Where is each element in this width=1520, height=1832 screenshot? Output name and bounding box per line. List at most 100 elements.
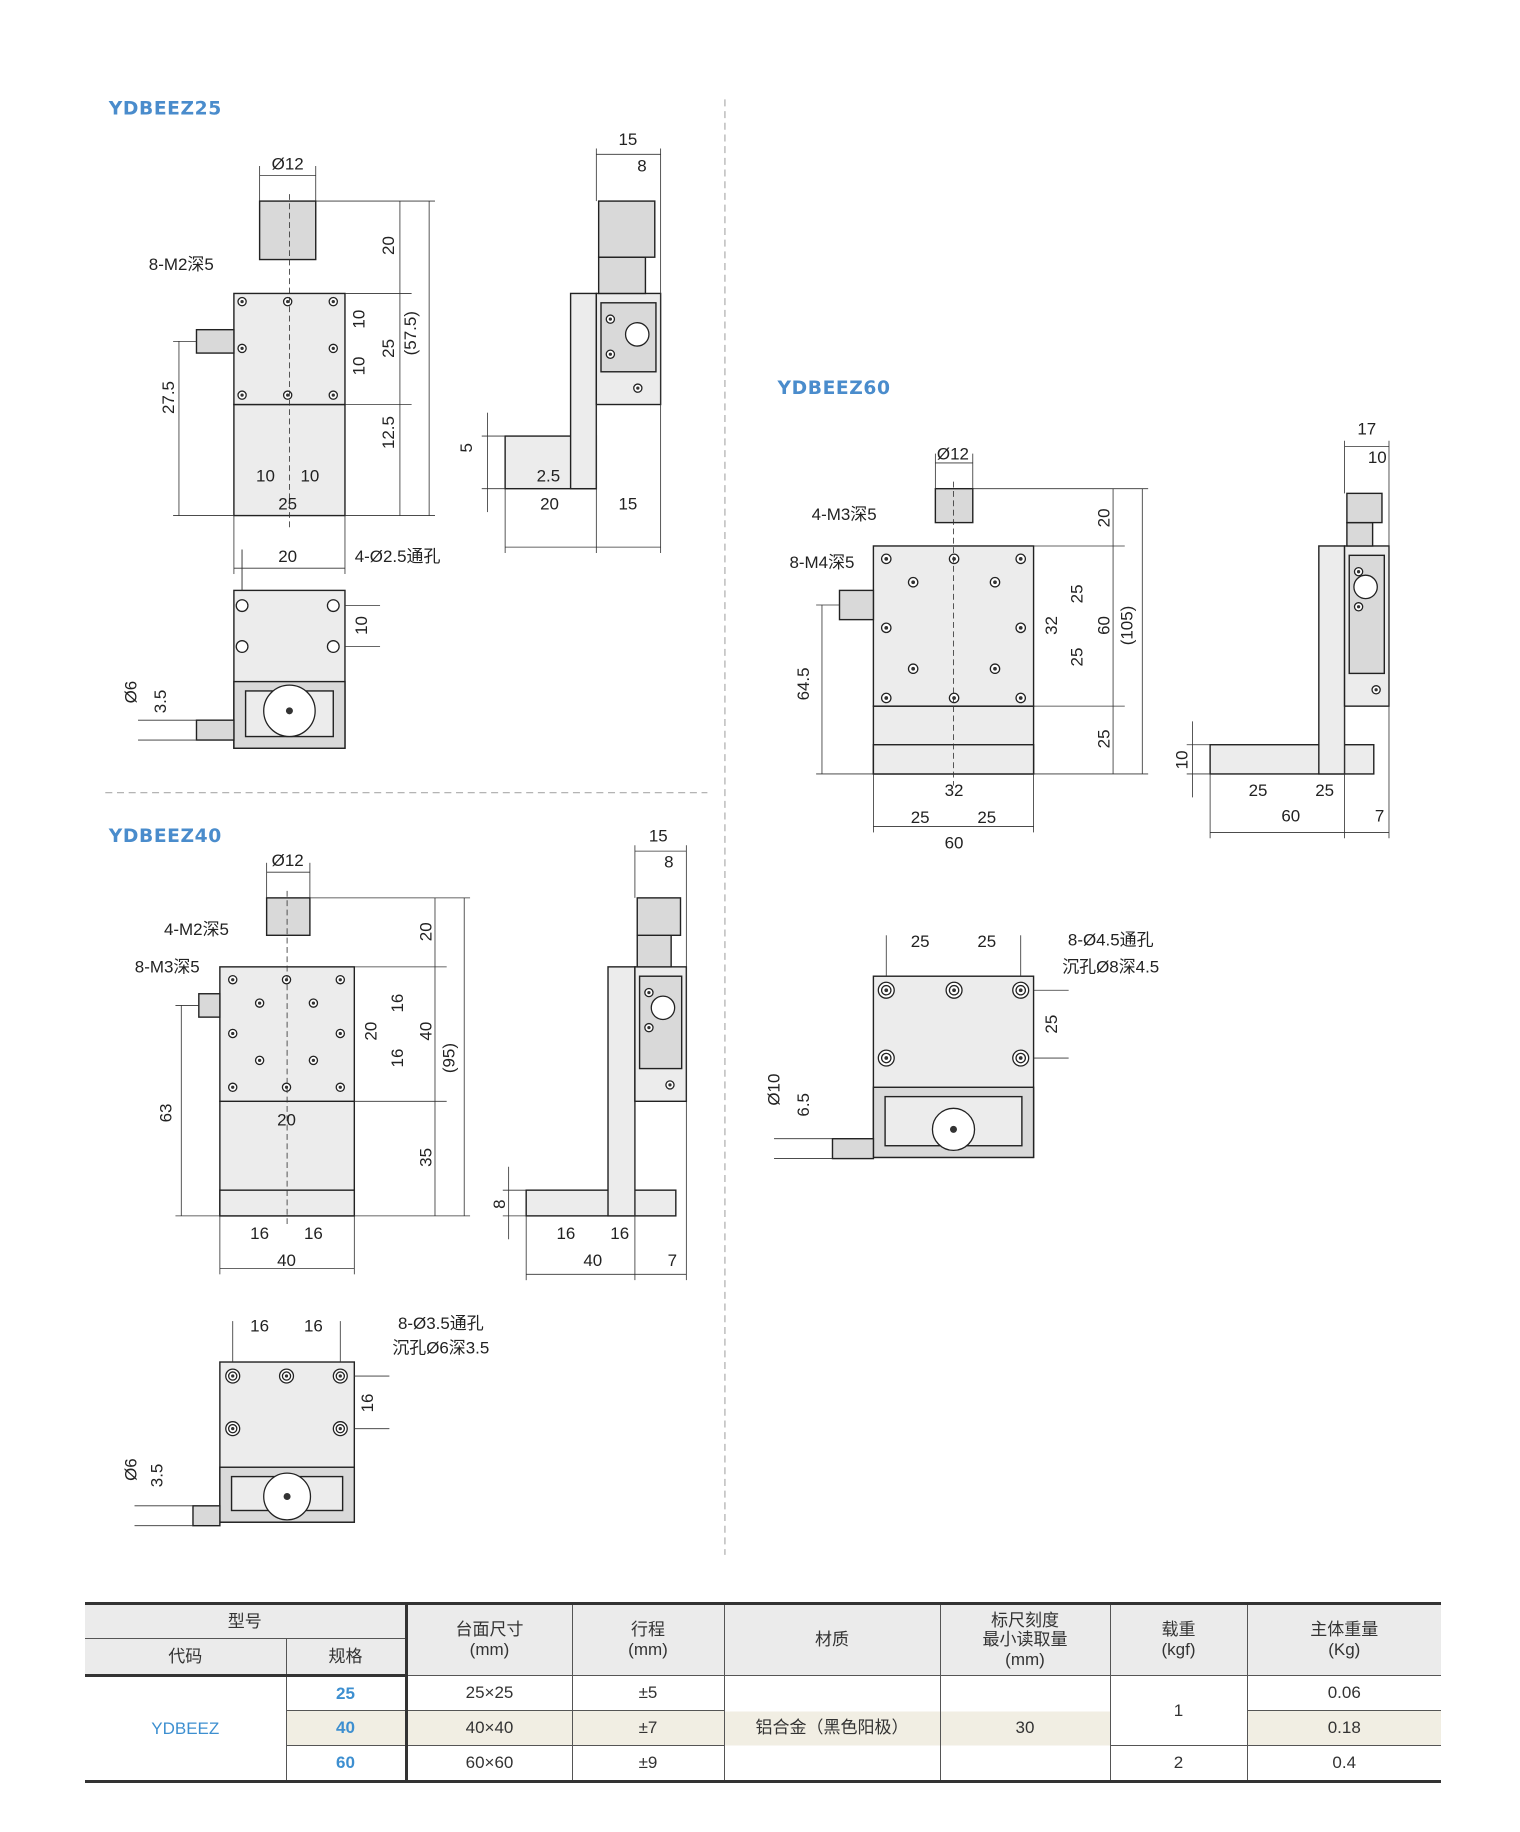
dimension-label: 沉孔Ø8深4.5 xyxy=(1062,958,1159,977)
hole-center-icon xyxy=(884,988,889,993)
dimension-label: Ø6 xyxy=(122,1458,141,1481)
size-cell: 40×40 xyxy=(404,1710,573,1746)
knob-bracket xyxy=(1346,521,1374,547)
hole-center-icon xyxy=(284,978,289,982)
base-plate xyxy=(525,1189,677,1217)
dimension-label: 16 xyxy=(250,1316,269,1335)
dimension-label: 8-M2深5 xyxy=(149,255,214,274)
dimension-label: 8 xyxy=(490,1199,509,1208)
dimension-label: (105) xyxy=(1118,606,1137,646)
through-hole-icon xyxy=(326,640,340,654)
hole-center-icon xyxy=(257,1058,262,1063)
hole-center-icon xyxy=(240,393,244,397)
dimension-label: 60 xyxy=(1281,807,1300,826)
hole-center-icon xyxy=(1356,570,1361,574)
lock-screw xyxy=(198,993,221,1018)
lock-screw xyxy=(195,328,235,354)
table-row: YDBEEZ 25 25×25 ±5 铝合金（黑色阳极） 30 1 0.06 xyxy=(85,1675,1441,1782)
dimension-label: 25 xyxy=(977,932,996,951)
dimension-label: 10 xyxy=(352,616,371,635)
dimension-label: 20 xyxy=(1094,508,1113,527)
travel-cell: ±5 xyxy=(571,1675,725,1711)
dimension-label: 3.5 xyxy=(147,1464,166,1488)
dimension-label: 3.5 xyxy=(151,690,170,714)
weight-cell: 0.4 xyxy=(1246,1745,1441,1782)
hole-center-icon xyxy=(952,696,956,700)
dimension-label: 10 xyxy=(350,357,369,376)
hole-center-icon xyxy=(1018,696,1023,700)
hole-center-icon xyxy=(311,1001,316,1005)
load-cell: 1 xyxy=(1109,1675,1248,1746)
hole-center-icon xyxy=(338,1374,342,1378)
vertical-column xyxy=(569,292,598,490)
dimension-label: 6.5 xyxy=(794,1093,813,1117)
hole-center-icon xyxy=(286,393,290,397)
dimension-label: 25 xyxy=(1067,648,1086,667)
header-weight: 主体重量(Kg) xyxy=(1246,1603,1441,1676)
dimension-label: 63 xyxy=(157,1104,176,1123)
hole-center-icon xyxy=(668,1083,672,1087)
hole-center-icon xyxy=(1018,625,1023,630)
dimension-label: 15 xyxy=(618,130,637,149)
header-material: 材质 xyxy=(723,1603,941,1676)
through-hole-icon xyxy=(235,599,249,613)
hole-center-icon xyxy=(240,346,244,351)
hole-center-icon xyxy=(1018,1056,1023,1060)
adjust-screw-icon xyxy=(650,995,676,1021)
header-table-size: 台面尺寸(mm) xyxy=(404,1603,573,1676)
dimension-label: 32 xyxy=(1042,616,1061,635)
adjust-screw-icon xyxy=(624,322,650,347)
travel-cell: ±7 xyxy=(571,1710,725,1746)
spec-cell: 40 xyxy=(286,1710,407,1746)
hole-center-icon xyxy=(911,580,916,585)
dimension-label: 25 xyxy=(1094,729,1113,748)
hole-center-icon xyxy=(231,1427,235,1431)
hole-center-icon xyxy=(647,990,651,995)
header-table-size-label: 台面尺寸 xyxy=(455,1620,524,1640)
header-load-label: 载重 xyxy=(1161,1620,1196,1640)
dimension-label: 60 xyxy=(945,834,964,853)
dimension-label: 15 xyxy=(649,827,668,846)
dimension-label: 10 xyxy=(1368,448,1387,467)
header-scale-unit: (mm) xyxy=(1005,1649,1045,1669)
header-scale-line1: 标尺刻度 xyxy=(991,1610,1059,1630)
hole-center-icon xyxy=(257,1001,262,1005)
spec-cell: 60 xyxy=(286,1745,407,1782)
hole-center-icon xyxy=(1374,688,1378,692)
dimension-label: 35 xyxy=(416,1148,435,1167)
dimension-label: 沉孔Ø6深3.5 xyxy=(392,1339,489,1358)
code-cell: YDBEEZ xyxy=(85,1675,287,1782)
table-row: 40 40×40 ±7 0.18 xyxy=(85,1710,1441,1746)
micrometer-knob xyxy=(636,897,682,936)
dimension-label: 60 xyxy=(1094,616,1113,635)
hole-center-icon xyxy=(1356,605,1361,609)
dimension-label: 7 xyxy=(1375,807,1384,826)
dimension-label: 20 xyxy=(361,1022,380,1041)
dimension-label: Ø12 xyxy=(937,444,969,463)
dimension-label: 10 xyxy=(1173,751,1192,770)
header-weight-unit: (Kg) xyxy=(1328,1640,1361,1659)
dimension-label: 10 xyxy=(256,466,275,485)
hole-center-icon xyxy=(231,1031,235,1036)
dimension-label: 25 xyxy=(278,495,297,514)
hole-center-icon xyxy=(311,1058,316,1063)
dimension-label: 7 xyxy=(668,1251,677,1270)
dimension-label: 27.5 xyxy=(159,381,178,414)
load-cell: 2 xyxy=(1109,1745,1248,1782)
spec-table: 型号 台面尺寸(mm) 行程(mm) 材质 标尺刻度最小读取量(mm) 载重(k… xyxy=(85,1602,1441,1783)
lock-screw xyxy=(192,1505,221,1527)
micrometer-center-icon xyxy=(949,1125,957,1133)
hole-center-icon xyxy=(608,317,612,321)
dimension-label: 16 xyxy=(250,1224,269,1243)
dimension-label: 17 xyxy=(1357,420,1376,439)
title-ydbeez60: YDBEEZ60 xyxy=(777,378,891,399)
header-travel: 行程(mm) xyxy=(571,1603,725,1676)
spec-cell: 25 xyxy=(285,1675,407,1711)
dimension-label: 4-M2深5 xyxy=(164,920,229,939)
micrometer-knob xyxy=(265,897,311,936)
dimension-label: 16 xyxy=(304,1224,323,1243)
hole-center-icon xyxy=(952,556,956,561)
hole-center-icon xyxy=(1018,556,1023,561)
weight-cell: 0.18 xyxy=(1246,1710,1441,1746)
